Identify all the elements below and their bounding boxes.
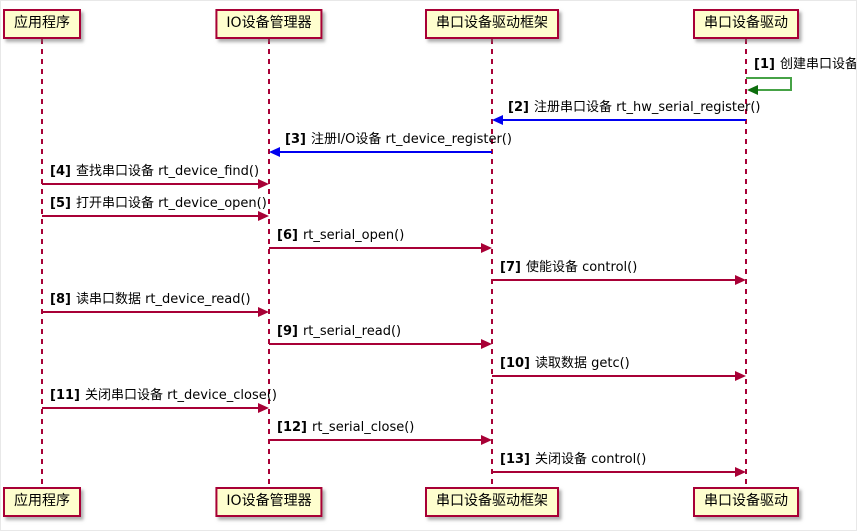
lifeline — [491, 39, 493, 488]
message-label: [7] 使能设备 control() — [500, 260, 637, 276]
message-arrowhead — [258, 179, 269, 189]
message-number: [2] — [508, 100, 529, 115]
lifeline — [745, 39, 747, 488]
self-loop-arrowhead — [747, 85, 758, 95]
message-label: [13] 关闭设备 control() — [500, 452, 646, 468]
participant-box-top: IO设备管理器 — [215, 9, 323, 39]
message-label: [2] 注册串口设备 rt_hw_serial_register() — [508, 100, 760, 116]
message-text: 关闭设备 control() — [534, 452, 647, 467]
message-line — [502, 119, 746, 121]
message-arrowhead — [269, 147, 280, 157]
message-text: 读取数据 getc() — [534, 356, 630, 371]
message-line — [42, 311, 260, 313]
message-number: [13] — [500, 452, 530, 467]
message-line — [269, 247, 483, 249]
message-label: [9] rt_serial_read() — [277, 324, 401, 340]
message-number: [8] — [50, 292, 71, 307]
message-arrowhead — [735, 371, 746, 381]
participant-box-bottom: 串口设备驱动框架 — [425, 487, 559, 517]
self-loop-top-line — [746, 77, 792, 79]
lifeline — [41, 39, 43, 488]
message-label: [10] 读取数据 getc() — [500, 356, 630, 372]
message-line — [492, 375, 737, 377]
message-arrowhead — [735, 467, 746, 477]
message-number: [10] — [500, 356, 530, 371]
self-loop-right-line — [790, 77, 792, 91]
message-arrowhead — [481, 243, 492, 253]
message-arrowhead — [735, 275, 746, 285]
message-label: [3] 注册I/O设备 rt_device_register() — [285, 132, 512, 148]
message-arrowhead — [481, 435, 492, 445]
message-text: 注册串口设备 rt_hw_serial_register() — [533, 100, 761, 115]
message-number: [6] — [277, 228, 298, 243]
participant-box-top: 应用程序 — [3, 9, 81, 39]
message-arrowhead — [258, 307, 269, 317]
message-label: [11] 关闭串口设备 rt_device_close() — [50, 388, 277, 404]
message-label: [5] 打开串口设备 rt_device_open() — [50, 196, 267, 212]
participant-box-bottom: IO设备管理器 — [215, 487, 323, 517]
message-number: [9] — [277, 324, 298, 339]
lifeline — [268, 39, 270, 488]
message-text: rt_serial_close() — [311, 420, 415, 435]
message-number: [11] — [50, 388, 80, 403]
message-arrowhead — [492, 115, 503, 125]
message-text: rt_serial_open() — [302, 228, 405, 243]
message-text: 查找串口设备 rt_device_find() — [75, 164, 260, 179]
message-label: [12] rt_serial_close() — [277, 420, 414, 436]
participant-box-top: 串口设备驱动框架 — [425, 9, 559, 39]
message-text: 关闭串口设备 rt_device_close() — [84, 388, 277, 403]
message-line — [42, 215, 260, 217]
message-line — [42, 407, 260, 409]
participant-box-top: 串口设备驱动 — [693, 9, 799, 39]
participant-box-bottom: 应用程序 — [3, 487, 81, 517]
message-arrowhead — [258, 211, 269, 221]
message-number: [7] — [500, 260, 521, 275]
message-line — [492, 471, 737, 473]
participant-box-bottom: 串口设备驱动 — [693, 487, 799, 517]
message-number: [12] — [277, 420, 307, 435]
self-message-label: [1] 创建串口设备 — [754, 57, 857, 73]
message-text: 创建串口设备 — [779, 57, 857, 72]
self-loop-bottom-line — [757, 89, 792, 91]
message-text: 注册I/O设备 rt_device_register() — [310, 132, 512, 147]
message-text: 打开串口设备 rt_device_open() — [75, 196, 267, 211]
message-number: [4] — [50, 164, 71, 179]
message-label: [8] 读串口数据 rt_device_read() — [50, 292, 251, 308]
message-label: [6] rt_serial_open() — [277, 228, 404, 244]
message-line — [492, 279, 737, 281]
message-number: [3] — [285, 132, 306, 147]
message-line — [269, 439, 483, 441]
message-line — [279, 151, 492, 153]
message-number: [5] — [50, 196, 71, 211]
message-text: rt_serial_read() — [302, 324, 402, 339]
message-text: 读串口数据 rt_device_read() — [75, 292, 251, 307]
message-number: [1] — [754, 57, 775, 72]
message-label: [4] 查找串口设备 rt_device_find() — [50, 164, 259, 180]
message-arrowhead — [258, 403, 269, 413]
message-arrowhead — [481, 339, 492, 349]
message-line — [269, 343, 483, 345]
message-line — [42, 183, 260, 185]
message-text: 使能设备 control() — [525, 260, 638, 275]
